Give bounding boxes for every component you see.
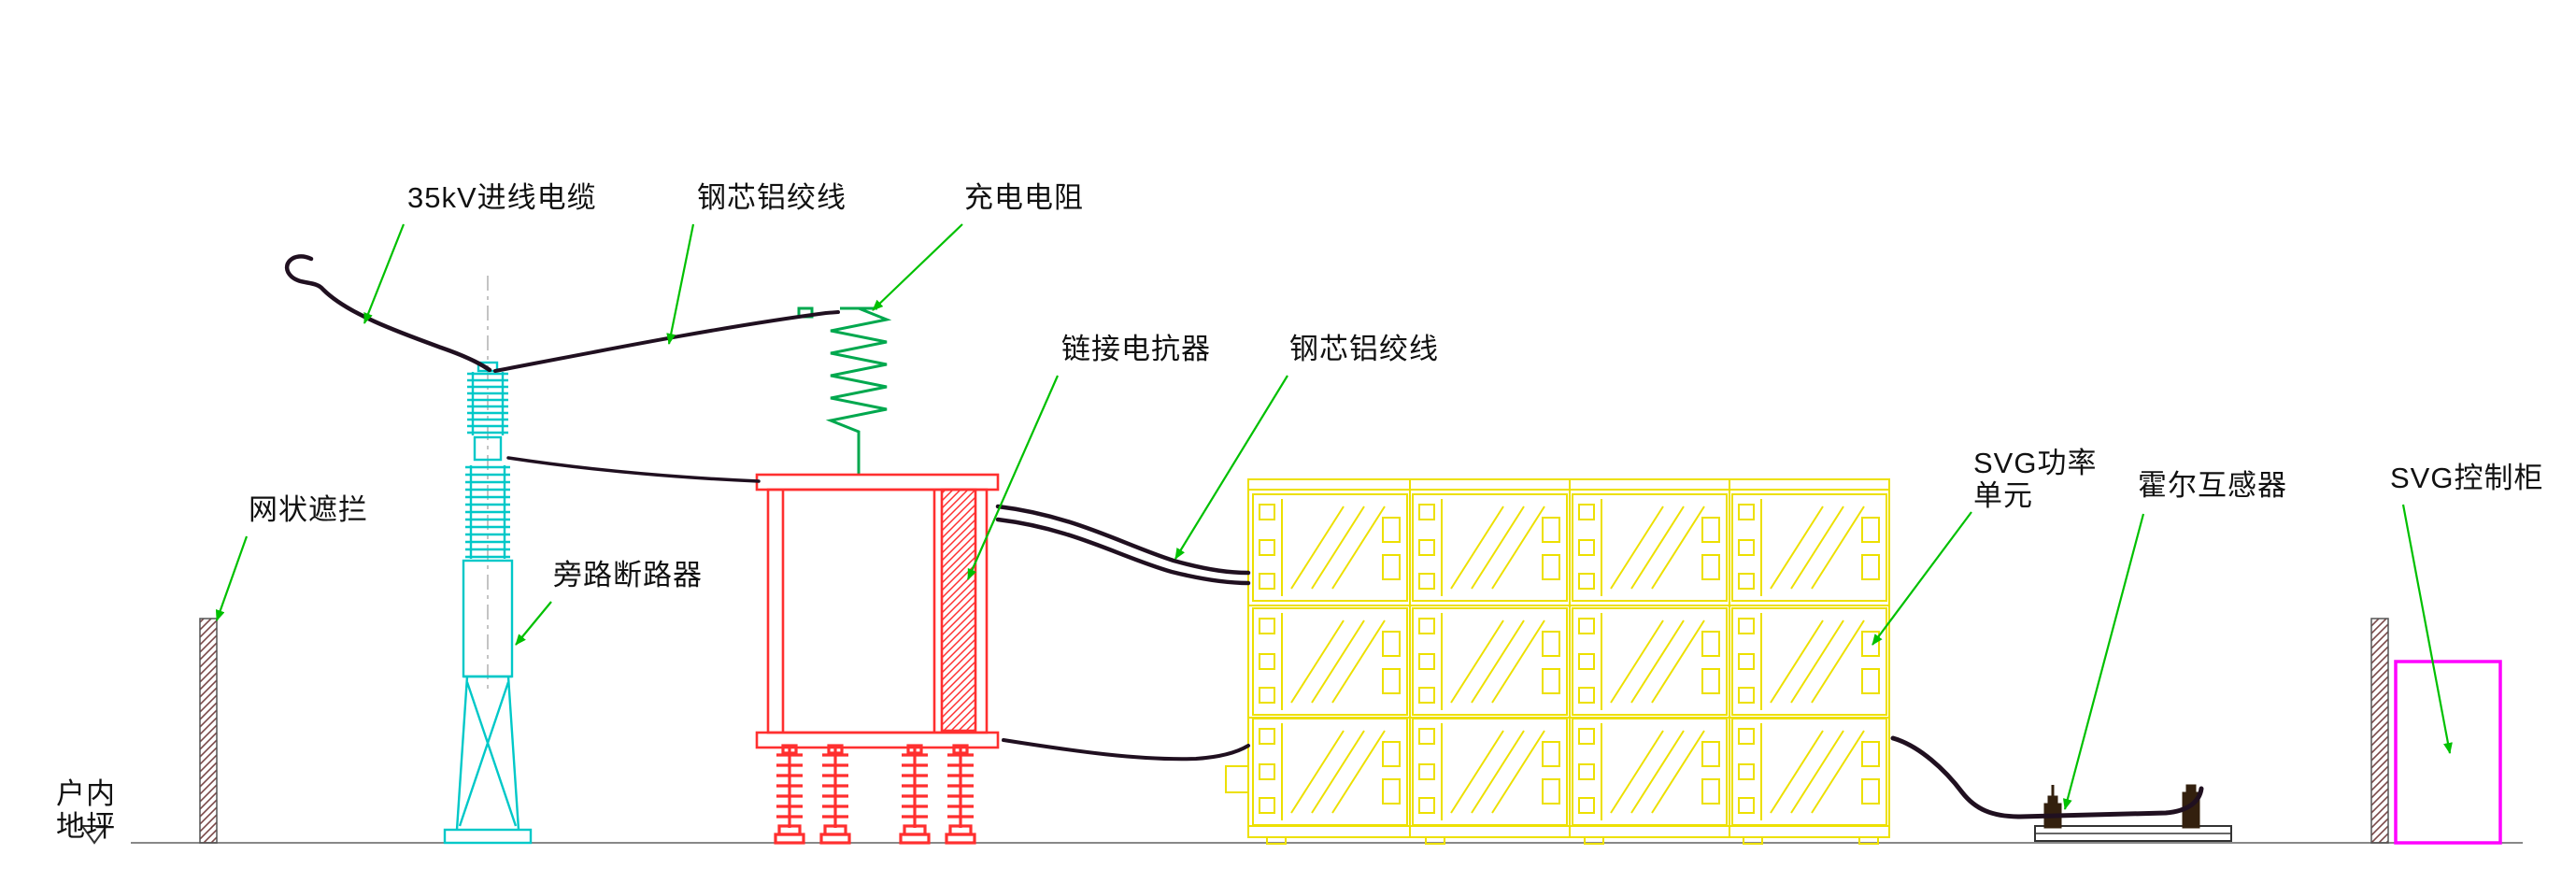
label-svg-power-unit: SVG功率 单元 — [1973, 447, 2097, 512]
label-acsr-wire-left: 钢芯铝绞线 — [697, 181, 847, 214]
breaker-to-reactor-wire — [506, 456, 761, 483]
svg-power-unit-graphic — [1225, 478, 1890, 845]
leader-incoming-cable — [363, 223, 406, 324]
mesh-barrier-left — [199, 618, 218, 844]
label-bypass-breaker: 旁路断路器 — [553, 559, 703, 591]
breaker-lower-insulator — [465, 465, 510, 559]
power-unit-output-cable — [1890, 735, 2204, 819]
leader-svg-power-unit — [1872, 511, 1972, 646]
reactor-hatched-column — [940, 488, 977, 733]
mesh-barrier-right — [2370, 618, 2389, 844]
reactor-support-bushings — [774, 744, 976, 845]
breaker-upper-insulator — [467, 372, 508, 434]
leader-acsr-right — [1174, 375, 1288, 560]
label-charging-resistor: 充电电阻 — [964, 181, 1084, 214]
bypass-breaker-graphic — [443, 276, 533, 845]
label-indoor-floor-line2: 地坪 — [56, 810, 116, 843]
label-incoming-cable: 35kV进线电缆 — [407, 181, 597, 214]
leader-charging-resistor — [872, 223, 963, 311]
leader-lines — [215, 223, 2453, 810]
power-cables — [284, 254, 2204, 819]
leader-hall-sensor — [2062, 513, 2145, 810]
label-indoor-floor-line1: 户内 — [56, 777, 116, 810]
leader-link-reactor — [966, 375, 1060, 580]
label-link-reactor: 链接电抗器 — [1061, 333, 1211, 365]
incoming-cable-path — [284, 254, 492, 373]
label-hall-sensor: 霍尔互感器 — [2138, 469, 2287, 502]
control-cabinet-graphic — [2394, 660, 2502, 845]
acsr-wire-left-path — [493, 310, 840, 373]
acsr-wire-right-path-2 — [995, 517, 1251, 586]
breaker-support-stand — [455, 675, 520, 831]
label-svg-power-unit-line2: 单元 — [1973, 479, 2033, 512]
label-svg-power-unit-line1: SVG功率 — [1973, 447, 2098, 479]
label-mesh-barrier: 网状遮拦 — [249, 493, 368, 526]
label-indoor-floor: 户内 地坪 — [56, 777, 116, 843]
leader-mesh-barrier — [215, 535, 249, 621]
hall-sensor-bushings — [2043, 784, 2200, 829]
leader-acsr-left — [666, 223, 695, 345]
label-acsr-wire-right: 钢芯铝绞线 — [1289, 333, 1439, 365]
reactor-lower-cable — [1002, 738, 1250, 762]
floor-level-marker-icon — [80, 825, 108, 845]
power-unit-feet — [1266, 836, 1879, 845]
leader-bypass-breaker — [515, 601, 552, 646]
charging-resistor-coil — [797, 306, 892, 475]
link-reactor-graphic — [755, 473, 1000, 845]
leader-control-cabinet — [2401, 504, 2453, 754]
label-svg-control-cabinet: SVG控制柜 — [2390, 462, 2544, 494]
acsr-wire-right-path-1 — [995, 504, 1251, 576]
